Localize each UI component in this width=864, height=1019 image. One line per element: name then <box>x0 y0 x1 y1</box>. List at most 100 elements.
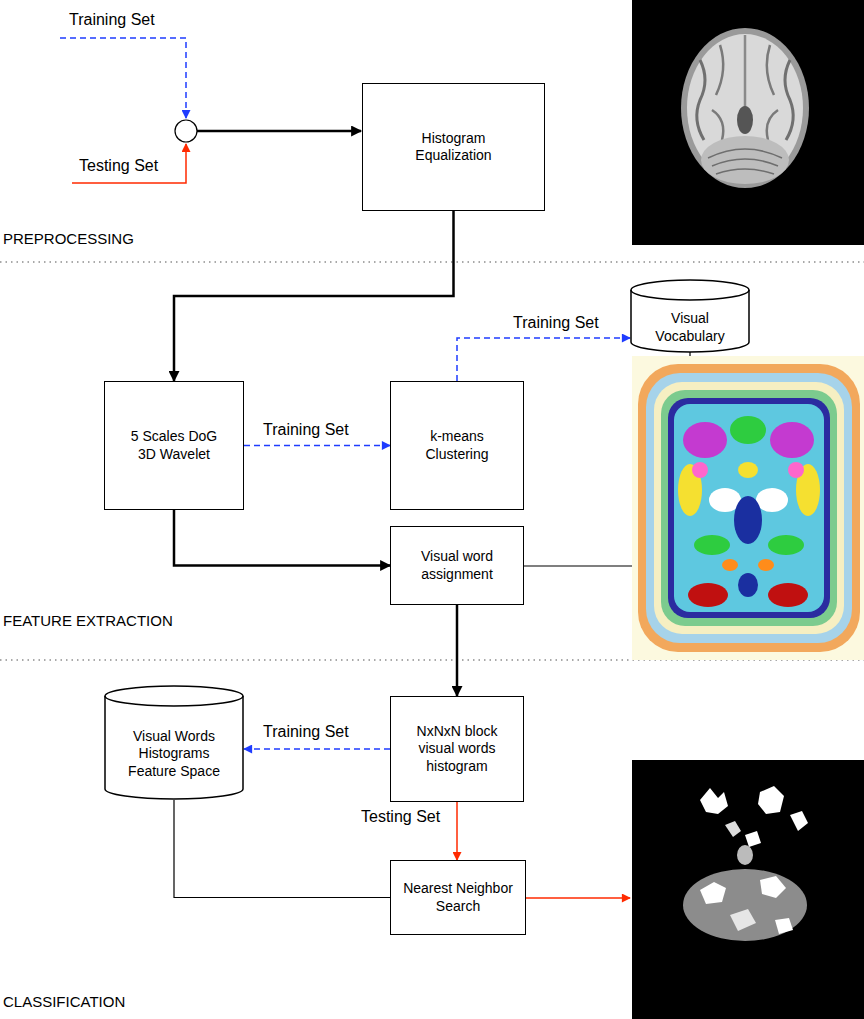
flow-connector <box>174 510 390 566</box>
illustration-part <box>681 28 809 188</box>
edge-label: Training Set <box>262 722 350 741</box>
training-input-arrow <box>60 38 186 118</box>
text-group: Visual Words Histograms Feature Space <box>117 728 232 781</box>
node-text: NxNxN block visual words histogram <box>402 723 512 776</box>
flow-connector <box>174 211 454 381</box>
node-text: k-means Clustering <box>412 428 502 463</box>
illustration-part <box>756 488 788 512</box>
process-box: Histogram Equalization <box>362 83 545 211</box>
node-text: Visual Words Histograms Feature Space <box>117 728 232 781</box>
illustration-part <box>716 45 723 95</box>
illustration-part <box>674 404 824 612</box>
illustration-part <box>697 60 705 140</box>
flow-connector <box>456 802 458 860</box>
illustration-part <box>668 398 830 618</box>
process-box: k-means Clustering <box>390 381 524 510</box>
merge-arrow <box>197 130 361 133</box>
illustration-part <box>638 364 860 652</box>
testing-input-arrow <box>72 144 186 183</box>
process-box: 5 Scales DoG 3D Wavelet <box>104 381 244 510</box>
illustration-part <box>654 382 844 634</box>
text-group: 5 Scales DoG 3D Wavelet <box>124 428 224 463</box>
node-text: Nearest Neighbor Search <box>398 880 518 915</box>
illustration-part <box>725 821 741 837</box>
input-label: Training Set <box>68 10 156 29</box>
illustration-part <box>767 45 774 95</box>
illustration-part <box>722 559 738 571</box>
illustration-part <box>683 422 727 458</box>
node-text: Visual Vocabulary <box>640 310 740 345</box>
cylinder-body <box>631 280 749 352</box>
flow-connector <box>244 445 390 447</box>
text-group: Visual word assignment <box>407 548 507 583</box>
output-arrow <box>524 897 630 899</box>
illustration-part <box>646 373 852 643</box>
illustration-part <box>767 110 778 140</box>
illustration-part <box>758 559 774 571</box>
edge-label: Testing Set <box>360 807 441 826</box>
illustration-part <box>694 535 730 555</box>
illustration-part <box>701 136 789 184</box>
illustration-part <box>758 786 784 814</box>
illustration-part <box>768 535 804 555</box>
illustration-part <box>683 869 807 941</box>
section-label: FEATURE EXTRACTION <box>2 612 174 630</box>
text-group: NxNxN block visual words histogram <box>402 723 512 776</box>
cylinder-rim <box>105 696 243 706</box>
mri-slice-image <box>632 0 864 245</box>
illustration-part <box>788 462 804 478</box>
illustration-part <box>700 788 728 814</box>
text-group: Histogram Equalization <box>406 130 501 165</box>
flow-connector <box>244 748 390 750</box>
leader-line <box>524 565 632 566</box>
process-box: Nearest Neighbor Search <box>390 860 526 935</box>
text-group: Visual Vocabulary <box>640 310 740 345</box>
illustration-part <box>770 422 814 458</box>
illustration-part <box>738 573 758 597</box>
edge-label: Training Set <box>262 420 350 439</box>
illustration-part <box>700 882 726 904</box>
illustration-part <box>790 811 808 831</box>
text-group: k-means Clustering <box>412 428 502 463</box>
illustration-part <box>712 110 723 140</box>
illustration-part <box>775 918 793 934</box>
merge-circle <box>175 120 197 142</box>
illustration-part <box>760 876 786 898</box>
illustration-part <box>768 583 808 607</box>
illustration-part <box>632 0 864 245</box>
node-text: 5 Scales DoG 3D Wavelet <box>124 428 224 463</box>
illustration-part <box>688 583 728 607</box>
cylinder-body <box>105 686 243 799</box>
node-text: Histogram Equalization <box>406 130 501 165</box>
illustration-part <box>785 60 793 140</box>
illustration-part <box>632 356 864 660</box>
illustration-part <box>708 149 782 174</box>
data-store-cylinder: Visual Words Histograms Feature Space <box>104 686 244 800</box>
illustration-part <box>730 416 766 444</box>
process-box: Visual word assignment <box>390 526 524 605</box>
illustration-part <box>745 831 761 847</box>
illustration-part <box>738 462 758 478</box>
text-group: Nearest Neighbor Search <box>398 880 518 915</box>
classification-result-image <box>632 760 864 1019</box>
node-text: Visual word assignment <box>407 548 507 583</box>
section-label: CLASSIFICATION <box>2 993 126 1011</box>
edge-label: Training Set <box>512 313 600 332</box>
data-store-cylinder: Visual Vocabulary <box>630 280 750 353</box>
input-label: Testing Set <box>78 156 159 175</box>
flow-connector <box>456 605 459 696</box>
cylinder-rim <box>631 290 749 300</box>
process-box: NxNxN block visual words histogram <box>390 696 524 802</box>
illustration-part <box>692 462 708 478</box>
illustration-part <box>737 106 753 134</box>
illustration-part <box>730 909 756 931</box>
illustration-part <box>661 390 837 626</box>
visual-word-map-image <box>632 356 864 660</box>
flow-connector <box>457 338 630 381</box>
section-label: PREPROCESSING <box>2 230 135 248</box>
section-divider <box>0 261 864 262</box>
flow-connector <box>174 800 390 898</box>
illustration-part <box>737 845 753 865</box>
illustration-part <box>632 760 864 1019</box>
